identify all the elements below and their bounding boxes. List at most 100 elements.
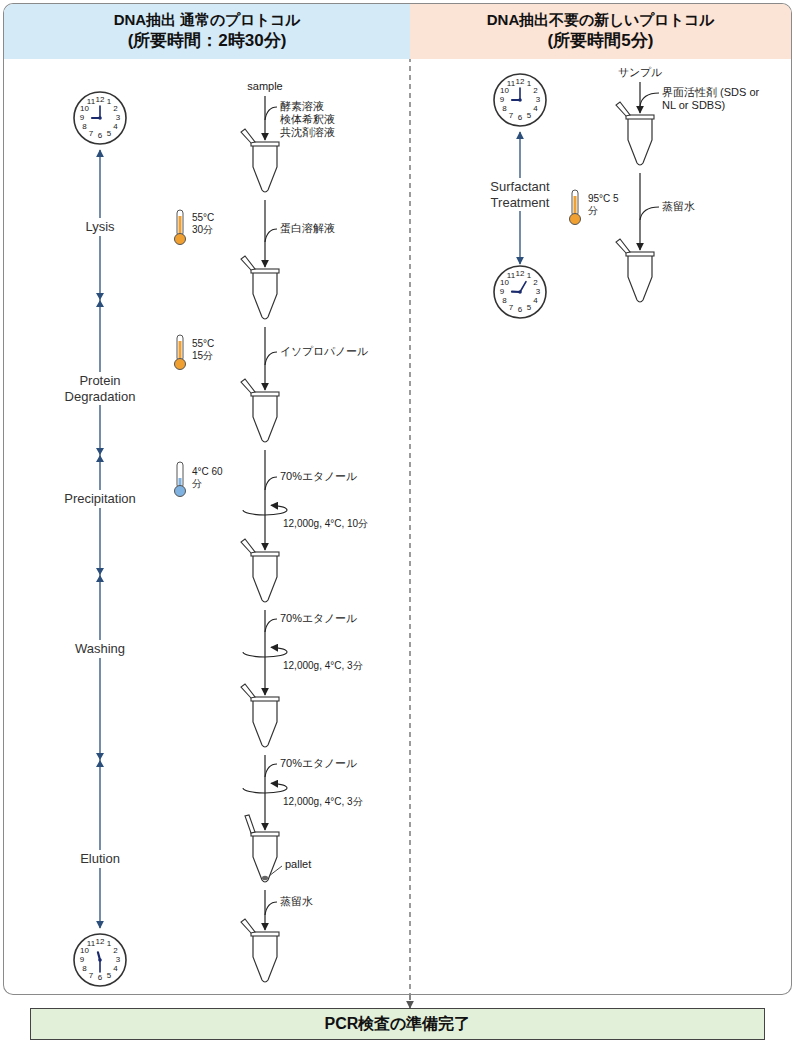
- tube-lid: [241, 379, 255, 393]
- reagent-line: [265, 764, 277, 777]
- tube-rim: [251, 832, 279, 836]
- thermometer-bulb: [175, 486, 186, 497]
- tube-body: [253, 700, 277, 747]
- clock-numeral: 6: [513, 114, 527, 122]
- clock-pivot: [518, 290, 522, 294]
- tube-rim: [251, 269, 279, 273]
- clock-numeral: 6: [93, 132, 107, 140]
- header-text: DNA抽出 通常のプロトコル: [8, 10, 406, 30]
- thermometer-bulb: [570, 214, 581, 225]
- annotation: イソプロパノール: [280, 345, 368, 358]
- microtube: [241, 919, 279, 982]
- reagent-line: [265, 107, 277, 120]
- tube-body: [253, 145, 277, 192]
- clock-icon: [74, 92, 126, 144]
- tube-rim: [251, 552, 279, 556]
- pellet: [262, 876, 268, 880]
- annotation: 共沈剤溶液: [280, 126, 335, 139]
- annotation: サンプル: [618, 66, 662, 79]
- clock-numeral: 11: [504, 80, 518, 88]
- annotation: 蛋白溶解液: [280, 222, 335, 235]
- annotation: 蒸留水: [280, 895, 313, 908]
- annotation: 4°C 60分: [192, 466, 226, 490]
- clock-numeral: 8: [497, 105, 511, 113]
- clock-numeral: 3: [531, 96, 545, 104]
- tube-body: [628, 255, 652, 302]
- leader-line: [269, 866, 282, 876]
- timeline-marker: [96, 293, 104, 307]
- timeline: [99, 150, 100, 928]
- clock-numeral: 8: [77, 965, 91, 973]
- flow-arrow: [264, 450, 265, 550]
- annotation: 酵素溶液: [280, 100, 324, 113]
- clock-numeral: 2: [529, 279, 543, 287]
- header-text: (所要時間：2時30分): [8, 30, 406, 52]
- result-box: PCR検査の準備完了: [30, 1008, 765, 1040]
- reagent-line: [265, 352, 277, 365]
- clock-face: [494, 74, 546, 126]
- tube-body: [253, 395, 277, 442]
- clock-face: [494, 266, 546, 318]
- clock-hand: [520, 282, 526, 292]
- annotation: 70%エタノール: [280, 757, 357, 770]
- tube-rim: [251, 392, 279, 396]
- annotation: pallet: [285, 858, 311, 871]
- reagent-line: [265, 619, 277, 632]
- reagent-line: [265, 229, 277, 242]
- protocol-panel: DNA抽出不要の新しいプロトコル(所要時間5分): [410, 3, 792, 995]
- microtube: [616, 239, 654, 302]
- clock-numeral: 9: [75, 956, 89, 964]
- annotation: 95°C 5分: [588, 193, 622, 217]
- flow-arrow: [264, 200, 265, 267]
- result-text: PCR検査の準備完了: [325, 1014, 471, 1035]
- clock-hand: [99, 106, 101, 118]
- clock-pivot: [98, 116, 102, 120]
- clock-numeral: 6: [93, 974, 107, 982]
- tube-lid: [616, 239, 630, 253]
- clock-numeral: 2: [109, 105, 123, 113]
- centrifuge-rotation: [243, 505, 287, 515]
- centrifuge-rotation: [243, 647, 287, 657]
- timeline-marker: [96, 753, 104, 767]
- header-band: DNA抽出 通常のプロトコル(所要時間：2時30分): [4, 4, 410, 59]
- tube-body: [253, 835, 277, 882]
- clock-numeral: 5: [102, 130, 116, 138]
- step-label: Surfactant Treatment: [476, 178, 564, 211]
- tube-lid: [241, 684, 255, 698]
- microtube: [241, 256, 279, 319]
- step-label: Elution: [78, 850, 122, 868]
- clock-numeral: 11: [84, 940, 98, 948]
- timeline-marker: [96, 568, 104, 582]
- thermometer-icon: [175, 462, 186, 497]
- clock-numeral: 2: [109, 947, 123, 955]
- tube-lid: [616, 102, 630, 116]
- clock-icon: [494, 74, 546, 126]
- tube-lid: [241, 129, 255, 143]
- annotation: 検体希釈液: [280, 113, 335, 126]
- clock-face: [74, 92, 126, 144]
- annotation: 界面活性剤 (SDS or NL or SDBS): [662, 86, 762, 112]
- annotation: 70%エタノール: [280, 470, 357, 483]
- clock-numeral: 5: [522, 112, 536, 120]
- microtube: [241, 129, 279, 192]
- clock-numeral: 3: [111, 956, 125, 964]
- thermometer-icon: [175, 335, 186, 370]
- timeline-marker: [96, 448, 104, 462]
- microtube: [616, 102, 654, 165]
- tube-lid: [241, 919, 255, 933]
- reagent-line: [640, 207, 659, 220]
- reagent-line: [265, 902, 277, 915]
- annotation: 55°C 30分: [192, 212, 226, 236]
- tube-rim: [251, 142, 279, 146]
- header-band: DNA抽出不要の新しいプロトコル(所要時間5分): [410, 4, 791, 59]
- clock-numeral: 2: [529, 87, 543, 95]
- step-label: Precipitation: [62, 490, 138, 508]
- tube-rim: [251, 697, 279, 701]
- clock-icon: [494, 266, 546, 318]
- tube-body: [628, 118, 652, 165]
- clock-hand: [519, 88, 521, 100]
- flow-arrow: [264, 890, 265, 930]
- annotation: 12,000g, 4°C, 10分: [283, 518, 368, 530]
